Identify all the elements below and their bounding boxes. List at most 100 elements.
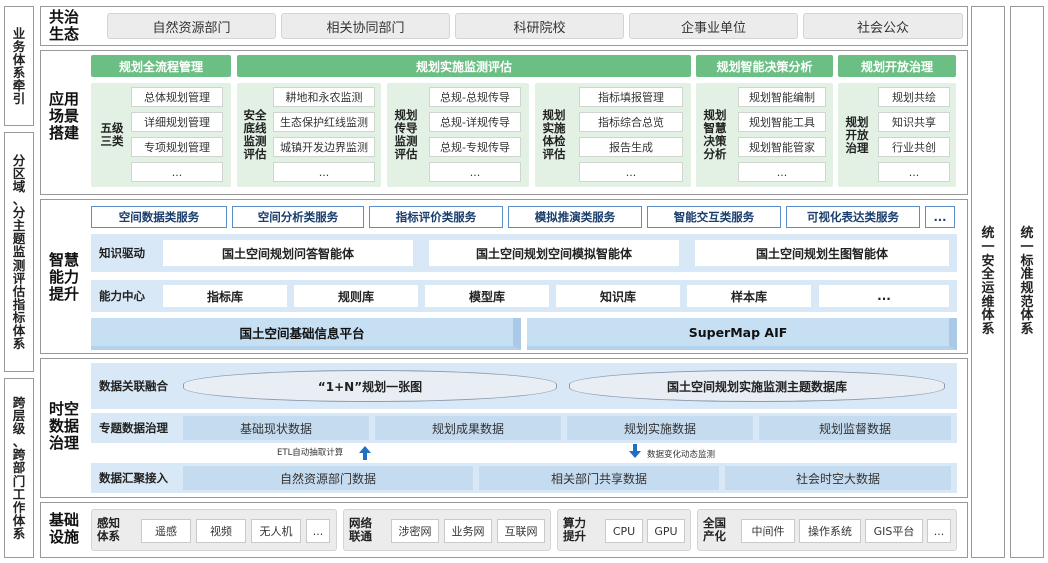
scenario-item: 生态保护红线监测 [273, 112, 375, 132]
fusion-label: 数据关联融合 [99, 379, 168, 393]
agent-simulation: 国土空间规划空间模拟智能体 [429, 240, 679, 266]
vertical-char: 标 [1020, 253, 1034, 269]
scenario-item: 指标综合总览 [579, 112, 683, 132]
data-section: 时空数据治理 数据关联融合 “1+N”规划一张图 国土空间规划实施监测主题数据库… [40, 358, 968, 498]
source-item: 相关部门共享数据 [479, 466, 719, 490]
data-title: 时空数据治理 [49, 400, 80, 452]
left-panel-b: 分区域、分主题监测评估指标体系 [4, 132, 34, 372]
service-spatial-analysis: 空间分析类服务 [232, 206, 364, 228]
vertical-char: 跨 [12, 447, 26, 463]
right-label-standard: 统一标准规范体系 [1011, 7, 1043, 557]
scenario-item: 行业共创 [878, 137, 950, 157]
vertical-char: 安 [981, 253, 995, 269]
governance-item: 科研院校 [455, 13, 624, 39]
left-panel-c: 跨层级、跨部门工作体系 [4, 378, 34, 558]
vertical-char: 系 [12, 65, 26, 80]
service-visualization: 可视化表达类服务 [786, 206, 920, 228]
service-simulation: 模拟推演类服务 [508, 206, 642, 228]
fusion-one-map: “1+N”规划一张图 [183, 370, 557, 402]
right-label-security: 统一安全运维体系 [972, 7, 1004, 557]
fusion-theme-db: 国土空间规划实施监测主题数据库 [569, 370, 945, 402]
scenario-item: 规划智能管家 [738, 137, 826, 157]
capability-item: 知识库 [556, 285, 680, 307]
topic-item: 基础现状数据 [183, 416, 369, 440]
infra-item: CPU [605, 519, 643, 543]
topic-item: 规划监督数据 [759, 416, 951, 440]
vertical-char: 题 [12, 231, 26, 247]
vertical-char: 维 [981, 294, 995, 310]
vertical-char: 运 [981, 281, 995, 296]
agent-qa: 国土空间规划问答智能体 [163, 240, 413, 266]
vertical-char: 估 [12, 283, 26, 299]
scenario-title: 应用场景搭建 [49, 90, 80, 142]
governance-item: 自然资源部门 [107, 13, 276, 39]
left-label-indicator: 分区域、分主题监测评估指标体系 [5, 133, 33, 371]
governance-item: 企事业单位 [629, 13, 798, 39]
monitor-note: 数据变化动态监测 [647, 450, 716, 460]
infra-item: ... [306, 519, 330, 543]
infra-item: ... [927, 519, 951, 543]
header-planning-process: 规划全流程管理 [91, 55, 231, 77]
vertical-char: 系 [12, 336, 26, 352]
arrow-up-icon [359, 445, 371, 464]
vertical-char: 层 [12, 407, 26, 423]
scenario-item: 指标填报管理 [579, 87, 683, 107]
vertical-char: 标 [12, 310, 26, 326]
infra-item: GPU [647, 519, 685, 543]
left-panel-a: 业务体系牵引 [4, 6, 34, 126]
infra-item: 涉密网 [391, 519, 439, 543]
header-implementation-monitoring: 规划实施监测评估 [237, 55, 691, 77]
governance-item: 相关协同部门 [281, 13, 450, 39]
scenario-item: 城镇开发边界监测 [273, 137, 375, 157]
header-decision-analysis: 规划智能决策分析 [696, 55, 833, 77]
infra-item: 无人机 [251, 519, 301, 543]
governance-item: 社会公众 [803, 13, 963, 39]
scenario-item: 耕地和永农监测 [273, 87, 375, 107]
infra-title: 基础设施 [49, 511, 80, 546]
scenario-item: 总规-详规传导 [429, 112, 521, 132]
scenario-item: 知识共享 [878, 112, 950, 132]
scenario-item: 详细规划管理 [131, 112, 223, 132]
infra-group-label: 全国产化 [703, 516, 726, 543]
header-open-governance: 规划开放治理 [838, 55, 956, 77]
vertical-char: 体 [12, 323, 26, 339]
etl-note: ETL自动抽取计算 [277, 448, 344, 458]
scenario-item: 总体规划管理 [131, 87, 223, 107]
vertical-char: 评 [12, 270, 26, 286]
arrow-down-icon [629, 443, 641, 462]
vertical-char: 、 [12, 191, 26, 207]
scenario-item: ... [738, 162, 826, 182]
vertical-char: 主 [12, 218, 26, 234]
governance-title: 共治生态 [49, 8, 80, 43]
platform-basic-info: 国土空间基础信息平台 [91, 318, 521, 350]
vertical-char: 全 [981, 267, 995, 283]
service-more: ... [925, 206, 955, 228]
vertical-char: 体 [981, 308, 995, 324]
vertical-char: 系 [12, 526, 26, 542]
vertical-char: 统 [981, 226, 995, 242]
vertical-char: 统 [1020, 226, 1034, 242]
right-panel-b: 统一标准规范体系 [1010, 6, 1044, 558]
service-spatial-data: 空间数据类服务 [91, 206, 227, 228]
vertical-char: 级 [12, 421, 26, 437]
topic-label: 专题数据治理 [99, 421, 168, 435]
scenario-item: ... [131, 162, 223, 182]
infra-item: 操作系统 [799, 519, 861, 543]
intelligence-section: 智慧能力提升 空间数据类服务 空间分析类服务 指标评价类服务 模拟推演类服务 智… [40, 199, 968, 354]
capability-item: 模型库 [425, 285, 549, 307]
topic-item: 规划成果数据 [375, 416, 561, 440]
intelligence-title: 智慧能力提升 [49, 251, 80, 303]
infra-item: GIS平台 [865, 519, 923, 543]
scenario-item: 报告生成 [579, 137, 683, 157]
vertical-char: 部 [12, 460, 26, 476]
left-label-business: 业务体系牵引 [5, 7, 33, 125]
vertical-char: 牵 [12, 78, 26, 94]
infra-item: 视频 [196, 519, 246, 543]
scenario-item: ... [273, 162, 375, 182]
vertical-char: 务 [12, 38, 26, 54]
governance-section: 共治生态 自然资源部门 相关协同部门 科研院校 企事业单位 社会公众 [40, 6, 968, 46]
vertical-char: 系 [981, 321, 995, 337]
vertical-char: 体 [12, 51, 26, 67]
vertical-char: 引 [12, 91, 26, 107]
vertical-char: 准 [1020, 267, 1034, 283]
